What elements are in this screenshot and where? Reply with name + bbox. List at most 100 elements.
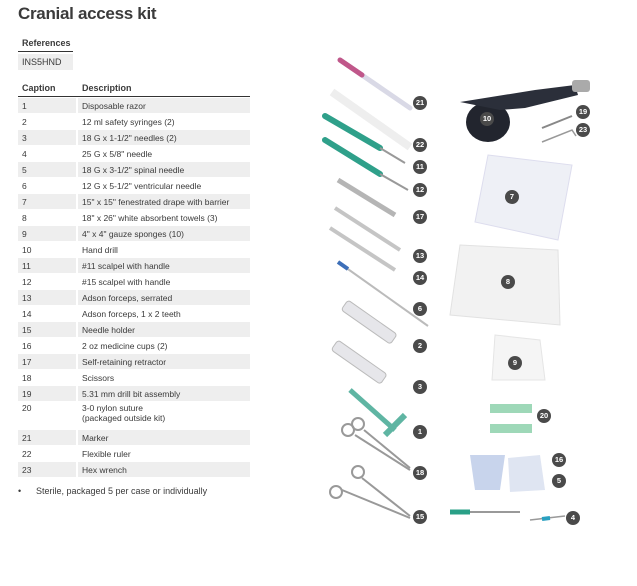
description-cell: #15 scalpel with handle — [82, 276, 171, 287]
caption-cell: 14 — [18, 306, 78, 321]
table-row: 22 Flexible ruler — [18, 446, 250, 461]
razor-image — [348, 388, 397, 432]
scissors-image — [341, 417, 411, 471]
description-cell: 5.31 mm drill bit assembly — [78, 386, 250, 401]
description-cell: 2 oz medicine cups (2) — [82, 340, 168, 351]
caption-cell: 11 — [18, 258, 78, 273]
caption-badge: 16 — [552, 453, 566, 467]
description-line: 3-0 nylon suture — [82, 403, 143, 413]
caption-cell: 2 — [18, 114, 78, 129]
scalpel-11-image — [322, 113, 383, 151]
caption-badge: 5 — [552, 474, 566, 488]
table-row: 11#11 scalpel with handle — [18, 258, 250, 273]
caption-badge: 21 — [413, 96, 427, 110]
caption-cell: 5 — [18, 162, 78, 177]
references-header: References — [18, 37, 73, 52]
table-row: 2 12 ml safety syringes (2) — [18, 114, 250, 129]
note: •Sterile, packaged 5 per case or individ… — [18, 486, 207, 496]
caption-cell: 9 — [18, 226, 78, 241]
kit-illustration — [322, 57, 590, 521]
references-table: References INS5HND — [18, 37, 73, 70]
needle-holder-image — [329, 465, 411, 519]
description-cell: Self-retaining retractor — [78, 354, 250, 369]
caption-badge: 7 — [505, 190, 519, 204]
description-cell: 12 ml safety syringes (2) — [82, 116, 175, 127]
caption-badge: 13 — [413, 249, 427, 263]
bullet-icon: • — [18, 486, 22, 496]
description-cell: #11 scalpel with handle — [78, 258, 250, 273]
table-row: 12#15 scalpel with handle — [18, 274, 250, 289]
caption-badge: 15 — [413, 510, 427, 524]
caption-cell: 15 — [18, 322, 78, 337]
caption-badge: 12 — [413, 183, 427, 197]
description-cell: Scissors — [82, 372, 115, 383]
description-cell: 25 G x 5/8" needle — [82, 148, 153, 159]
table-row: 4 25 G x 5/8" needle — [18, 146, 250, 161]
caption-cell: 23 — [18, 462, 78, 477]
table-row: 18 Scissors — [18, 370, 250, 385]
caption-cell: 18 — [18, 370, 78, 385]
description-line: (packaged outside kit) — [82, 413, 166, 423]
caption-header: Caption — [18, 81, 78, 97]
description-cell: 4" x 4" gauze sponges (10) — [78, 226, 250, 241]
scalpel-15-image — [322, 137, 383, 177]
caption-badge: 8 — [501, 275, 515, 289]
description-cell: 18 G x 1-1/2" needles (2) — [78, 130, 250, 145]
syringe-image — [341, 300, 397, 344]
caption-cell: 19 — [18, 386, 78, 401]
caption-cell: 1 — [18, 98, 78, 113]
description-cell: Marker — [78, 430, 250, 445]
drill-bit-image — [541, 115, 573, 129]
caption-cell: 22 — [18, 446, 78, 461]
forceps-teeth-image — [328, 226, 397, 272]
caption-cell: 3 — [18, 130, 78, 145]
description-cell: Disposable razor — [78, 98, 250, 113]
caption-badge: 20 — [537, 409, 551, 423]
forceps-serrated-image — [333, 206, 402, 252]
caption-cell: 4 — [18, 146, 78, 161]
description-cell: Hand drill — [82, 244, 118, 255]
drape-image — [474, 154, 573, 241]
retractor-image — [336, 177, 397, 218]
caption-cell: 8 — [18, 210, 78, 225]
description-cell: 12 G x 5-1/2" ventricular needle — [82, 180, 202, 191]
caption-badge: 2 — [413, 339, 427, 353]
caption-badge: 6 — [413, 302, 427, 316]
caption-cell: 10 — [18, 242, 78, 257]
caption-badge: 22 — [413, 138, 427, 152]
caption-cell: 20 — [18, 402, 78, 429]
page-title: Cranial access kit — [18, 4, 157, 23]
caption-badge: 3 — [413, 380, 427, 394]
caption-cell: 21 — [18, 430, 78, 445]
caption-cell: 13 — [18, 290, 78, 305]
caption-badge: 23 — [576, 123, 590, 137]
caption-badge: 18 — [413, 466, 427, 480]
description-cell: Flexible ruler — [82, 448, 131, 459]
caption-badge: 14 — [413, 271, 427, 285]
caption-badge: 4 — [566, 511, 580, 525]
caption-badge: 11 — [413, 160, 427, 174]
description-cell: Adson forceps, serrated — [78, 290, 250, 305]
caption-badge: 9 — [508, 356, 522, 370]
description-cell: 3-0 nylon suture(packaged outside kit) — [78, 402, 250, 429]
description-cell: Needle holder — [78, 322, 250, 337]
reference-code: INS5HND — [18, 54, 73, 70]
caption-badge: 19 — [576, 105, 590, 119]
